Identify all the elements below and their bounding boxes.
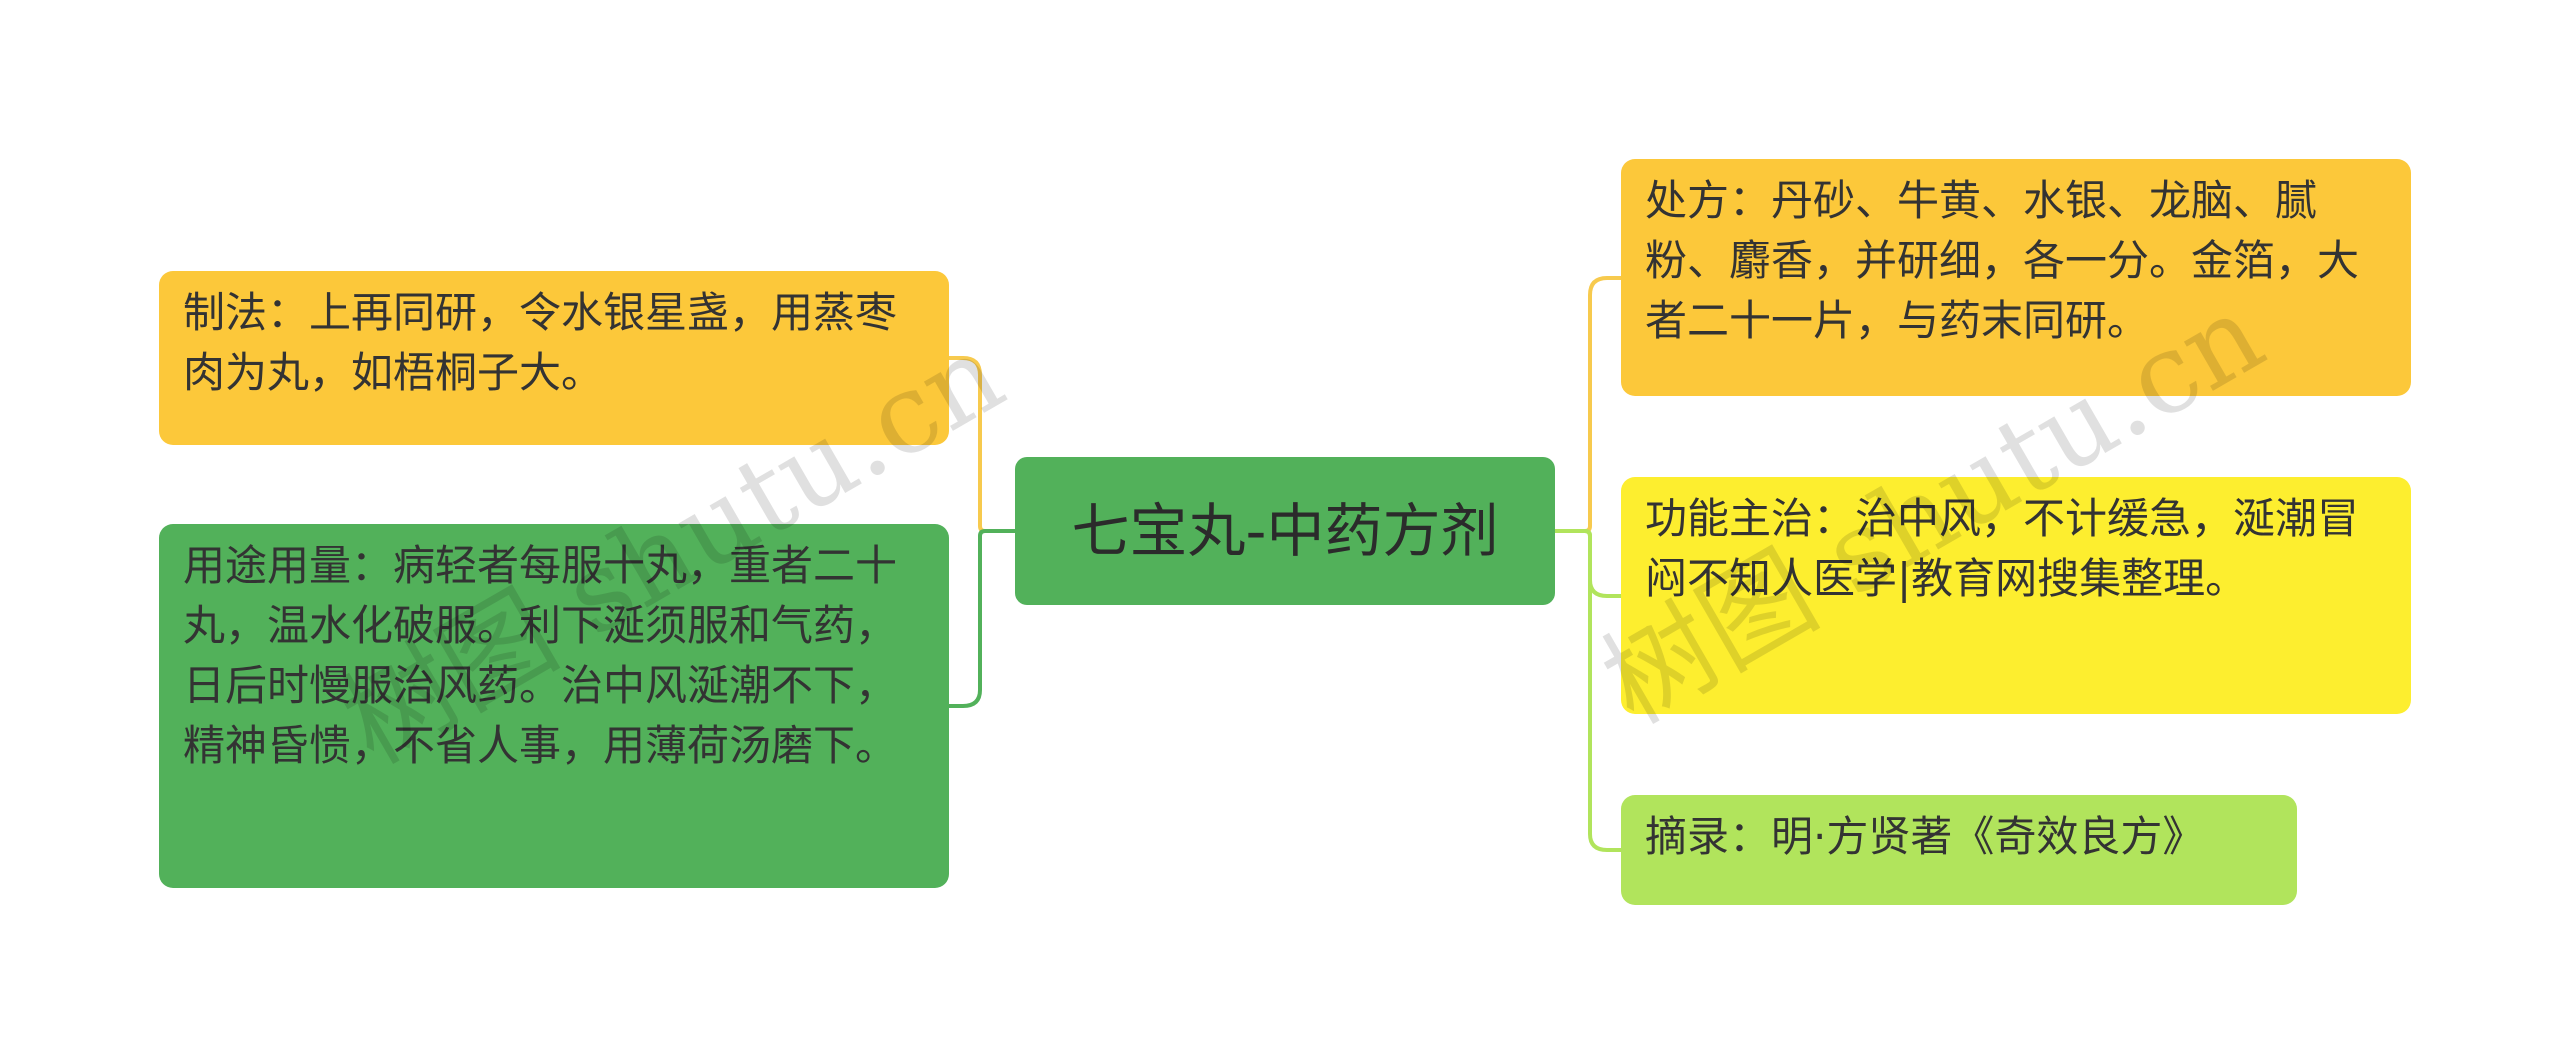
topic-node-zhailu[interactable]: 摘录：明·方贤著《奇效良方》 [1621,795,2297,905]
topic-text-zhailu: 摘录：明·方贤著《奇效良方》 [1645,812,2205,861]
topic-text-zhifa: 制法：上再同研，令水银星盏，用蒸枣肉为丸，如梧桐子大。 [183,288,898,397]
link-chufang [1555,276,1621,533]
link-zhailu [1555,529,1621,852]
topic-node-gongneng[interactable]: 功能主治：治中风，不计缓急，涎潮冒闷不知人医学|教育网搜集整理。 [1621,477,2411,714]
link-zhifa [949,356,1015,533]
center-topic-label: 七宝丸-中药方剂 [1071,497,1499,565]
topic-text-chufang: 处方：丹砂、牛黄、水银、龙脑、腻粉、麝香，并研细，各一分。金箔，大者二十一片，与… [1645,176,2360,345]
topic-node-yongtu[interactable]: 用途用量：病轻者每服十丸，重者二十丸，温水化破服。利下涎须服和气药，日后时慢服治… [159,524,949,888]
link-yongtu [949,529,1015,708]
topic-text-gongneng: 功能主治：治中风，不计缓急，涎潮冒闷不知人医学|教育网搜集整理。 [1645,494,2360,603]
topic-text-yongtu: 用途用量：病轻者每服十丸，重者二十丸，温水化破服。利下涎须服和气药，日后时慢服治… [183,541,898,770]
topic-node-zhifa[interactable]: 制法：上再同研，令水银星盏，用蒸枣肉为丸，如梧桐子大。 [159,271,949,445]
center-topic-node[interactable]: 七宝丸-中药方剂 [1015,457,1555,605]
topic-node-chufang[interactable]: 处方：丹砂、牛黄、水银、龙脑、腻粉、麝香，并研细，各一分。金箔，大者二十一片，与… [1621,159,2411,396]
